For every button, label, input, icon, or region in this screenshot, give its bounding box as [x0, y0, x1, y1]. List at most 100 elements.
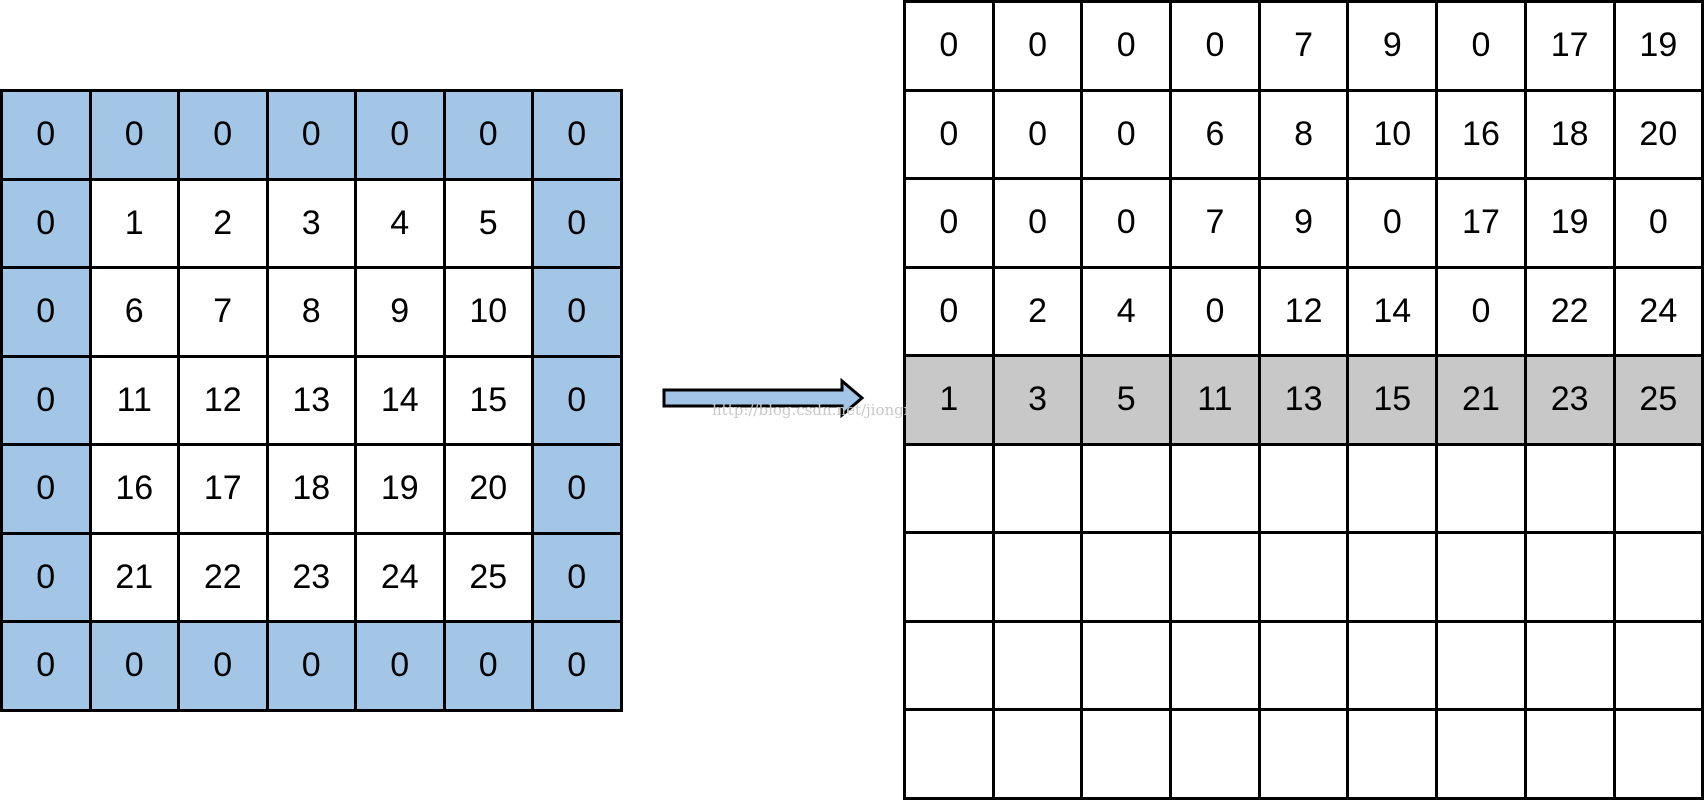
output-cell	[1349, 445, 1439, 534]
input-cell: 8	[268, 269, 357, 358]
padding-cell: 0	[3, 357, 92, 446]
output-cell	[1615, 534, 1704, 623]
output-cell	[1526, 534, 1616, 623]
padding-cell: 0	[534, 269, 623, 358]
output-cell	[1615, 445, 1704, 534]
padding-cell: 0	[534, 534, 623, 623]
input-cell: 6	[91, 269, 180, 358]
input-cell: 12	[180, 357, 269, 446]
padding-cell: 0	[91, 623, 180, 712]
output-cell	[906, 622, 995, 711]
output-cell: 24	[1615, 268, 1704, 357]
output-cell	[906, 711, 995, 800]
padding-cell: 0	[3, 269, 92, 358]
output-cell	[1349, 534, 1439, 623]
output-cell: 7	[1172, 180, 1261, 269]
output-cell: 6	[1172, 91, 1261, 180]
output-cell: 0	[1615, 180, 1704, 269]
padding-cell: 0	[91, 92, 180, 181]
output-cell: 0	[1083, 91, 1173, 180]
right-arrow-icon	[662, 378, 865, 418]
output-cell: 19	[1615, 3, 1704, 92]
output-cell: 0	[1349, 180, 1439, 269]
padding-cell: 0	[534, 92, 623, 181]
output-cell	[1260, 622, 1350, 711]
output-cell	[1526, 445, 1616, 534]
output-cell	[1438, 622, 1527, 711]
padding-cell: 0	[3, 446, 92, 535]
output-cell: 17	[1438, 180, 1527, 269]
output-cell	[1083, 445, 1173, 534]
highlighted-output-cell: 13	[1260, 357, 1350, 446]
input-cell: 3	[268, 180, 357, 269]
output-cell	[1438, 711, 1527, 800]
padding-cell: 0	[3, 92, 92, 181]
input-cell: 11	[91, 357, 180, 446]
input-cell: 1	[91, 180, 180, 269]
output-cell	[1260, 445, 1350, 534]
input-cell: 18	[268, 446, 357, 535]
output-cell: 20	[1615, 91, 1704, 180]
padding-cell: 0	[357, 92, 446, 181]
highlighted-output-cell: 23	[1526, 357, 1616, 446]
padding-cell: 0	[3, 180, 92, 269]
padding-cell: 0	[268, 92, 357, 181]
output-cell	[1260, 534, 1350, 623]
output-cell: 18	[1526, 91, 1616, 180]
padding-cell: 0	[268, 623, 357, 712]
output-cell	[1526, 711, 1616, 800]
output-cell: 16	[1438, 91, 1527, 180]
input-cell: 15	[445, 357, 534, 446]
output-cell	[994, 711, 1084, 800]
output-cell: 7	[1260, 3, 1350, 92]
output-cell	[1172, 445, 1261, 534]
output-cell	[994, 534, 1084, 623]
output-cell: 22	[1526, 268, 1616, 357]
output-cell: 0	[994, 91, 1084, 180]
padding-cell: 0	[3, 534, 92, 623]
highlighted-output-cell: 3	[994, 357, 1084, 446]
output-cell	[1172, 711, 1261, 800]
output-cell: 2	[994, 268, 1084, 357]
output-cell: 14	[1349, 268, 1439, 357]
input-cell: 14	[357, 357, 446, 446]
output-cell: 0	[1172, 3, 1261, 92]
padding-cell: 0	[534, 357, 623, 446]
input-cell: 22	[180, 534, 269, 623]
output-cell	[994, 622, 1084, 711]
output-cell	[1083, 622, 1173, 711]
output-cell: 9	[1349, 3, 1439, 92]
output-cell	[1526, 622, 1616, 711]
output-cell: 4	[1083, 268, 1173, 357]
output-cell	[1438, 445, 1527, 534]
output-cell: 0	[1172, 268, 1261, 357]
input-cell: 2	[180, 180, 269, 269]
padding-cell: 0	[3, 623, 92, 712]
padding-cell: 0	[180, 623, 269, 712]
input-cell: 16	[91, 446, 180, 535]
input-cell: 9	[357, 269, 446, 358]
output-cell: 0	[1438, 268, 1527, 357]
output-cell	[906, 445, 995, 534]
input-cell: 20	[445, 446, 534, 535]
input-cell: 7	[180, 269, 269, 358]
input-cell: 17	[180, 446, 269, 535]
padding-cell: 0	[180, 92, 269, 181]
padding-cell: 0	[445, 92, 534, 181]
output-cell	[1349, 711, 1439, 800]
output-cell	[1349, 622, 1439, 711]
padding-cell: 0	[445, 623, 534, 712]
input-cell: 13	[268, 357, 357, 446]
padding-cell: 0	[534, 623, 623, 712]
input-cell: 25	[445, 534, 534, 623]
output-cell	[1615, 711, 1704, 800]
output-cell	[1438, 534, 1527, 623]
output-cell	[1172, 534, 1261, 623]
output-cell: 0	[1083, 3, 1173, 92]
output-cell: 9	[1260, 180, 1350, 269]
padding-cell: 0	[357, 623, 446, 712]
output-cell: 0	[994, 180, 1084, 269]
output-cell: 0	[1083, 180, 1173, 269]
output-cell	[906, 534, 995, 623]
